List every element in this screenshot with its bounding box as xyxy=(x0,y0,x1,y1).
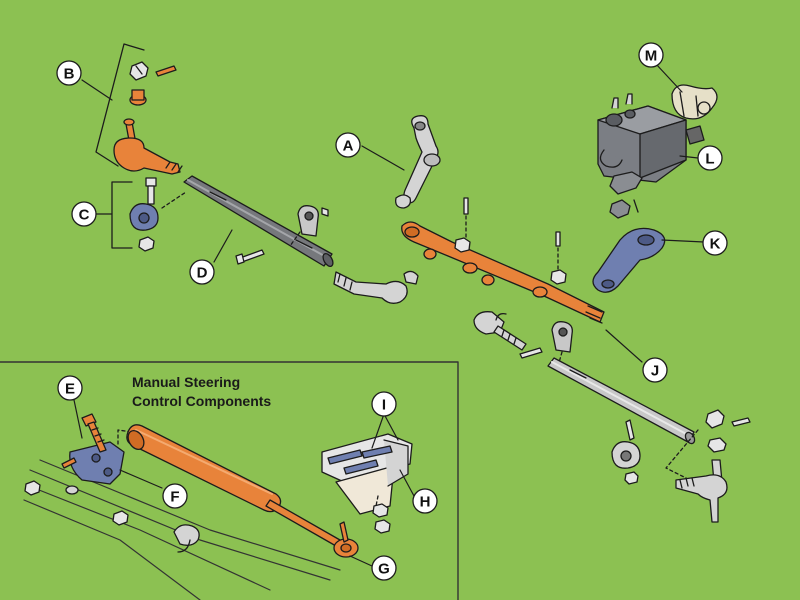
svg-text:A: A xyxy=(343,138,354,155)
d-clamp-part xyxy=(297,205,329,237)
steering-damper xyxy=(126,424,359,558)
castle-nut-part xyxy=(129,61,149,81)
inset-title: Manual Steering Control Components xyxy=(132,373,271,411)
center-link xyxy=(401,221,605,324)
svg-text:G: G xyxy=(378,561,390,578)
mount-dashed xyxy=(375,495,379,507)
pitman-arm xyxy=(592,227,666,293)
center-link-nut-1 xyxy=(454,237,471,253)
callout-l: L xyxy=(697,145,723,171)
callout-j: J xyxy=(642,357,668,383)
right-washer xyxy=(707,437,727,453)
inset-link-ends xyxy=(24,480,129,526)
adjuster-tube-right xyxy=(547,357,696,445)
washer-nut-part xyxy=(129,89,147,106)
callout-h: H xyxy=(412,488,438,514)
right-dashed-bracket xyxy=(665,429,699,479)
idler-arm xyxy=(395,115,441,209)
svg-text:J: J xyxy=(651,363,659,380)
c-bracket xyxy=(111,181,133,249)
right-cotter-pin xyxy=(731,417,751,427)
callout-m: M xyxy=(638,42,664,68)
inner-tie-rod-end-left xyxy=(333,270,419,304)
callout-c: C xyxy=(71,201,97,227)
steering-gear-box xyxy=(597,93,705,183)
damper-mount-bracket xyxy=(321,433,413,515)
damper-bracket xyxy=(69,441,125,485)
callout-b: B xyxy=(56,60,82,86)
callout-f: F xyxy=(162,483,188,509)
inset-frame-rails xyxy=(23,459,341,600)
bracket-pin xyxy=(61,457,77,469)
svg-text:I: I xyxy=(382,397,386,414)
adjuster-tube-left xyxy=(183,175,334,268)
svg-text:F: F xyxy=(170,489,179,506)
right-bolt-2-part xyxy=(625,419,635,441)
right-clamp-2-part xyxy=(611,441,641,485)
svg-text:M: M xyxy=(645,48,658,65)
callout-i: I xyxy=(371,391,397,417)
pitman-shaft-parts xyxy=(609,171,643,219)
clamp-bolt-part xyxy=(145,177,157,205)
callout-a: A xyxy=(335,132,361,158)
center-link-cotter-1 xyxy=(463,197,469,215)
center-link-cotter-2 xyxy=(555,231,561,247)
svg-text:H: H xyxy=(420,494,431,511)
mount-bolts xyxy=(327,445,393,475)
bracket-bolt xyxy=(81,413,107,453)
steering-coupler xyxy=(671,84,718,120)
inset-panel-border xyxy=(0,361,459,600)
b-bracket xyxy=(95,43,145,167)
cotter-pin-part xyxy=(155,65,177,77)
right-bolt-part xyxy=(519,347,543,359)
inset-dashed-1 xyxy=(117,429,133,445)
callout-d: D xyxy=(189,259,215,285)
inner-tie-rod-end-right xyxy=(473,311,527,351)
center-link-nut-2 xyxy=(550,269,567,285)
d-bolt-part xyxy=(235,249,265,265)
d-dashed-line xyxy=(289,231,301,247)
callout-k: K xyxy=(702,230,728,256)
svg-text:D: D xyxy=(197,265,208,282)
svg-text:B: B xyxy=(64,66,75,83)
c-dashed-line xyxy=(161,191,187,209)
callout-e: E xyxy=(57,375,83,401)
clamp-nut-part xyxy=(138,236,155,252)
right-castle-nut xyxy=(705,409,725,429)
outer-tie-rod-end xyxy=(113,118,183,175)
svg-text:C: C xyxy=(79,207,90,224)
callout-g: G xyxy=(371,555,397,581)
right-clamp-part xyxy=(551,321,573,353)
outer-tie-rod-end-right xyxy=(675,459,728,523)
mount-nuts xyxy=(372,503,391,534)
inset-title-line2: Control Components xyxy=(132,393,272,409)
svg-text:K: K xyxy=(710,236,721,253)
adjuster-clamp-part xyxy=(129,203,159,231)
center-link-dashed xyxy=(465,215,559,271)
inset-title-line1: Manual Steering xyxy=(132,374,241,390)
leader-lines xyxy=(73,63,705,567)
inset-frame-joint xyxy=(173,524,200,553)
svg-text:E: E xyxy=(65,381,75,398)
svg-text:L: L xyxy=(705,151,714,168)
